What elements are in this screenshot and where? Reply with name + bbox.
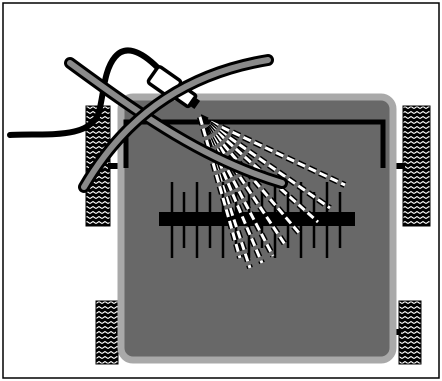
wheel-icon — [402, 105, 431, 227]
axle-left-top — [108, 163, 126, 169]
axle-right-top — [390, 163, 405, 169]
blade-icon — [159, 182, 355, 258]
spray-jet — [199, 115, 346, 187]
deck-frame — [123, 119, 386, 168]
spray-jet — [199, 115, 331, 210]
spray-jet — [198, 116, 242, 259]
cross-stroke-1-fill — [67, 60, 285, 186]
front-right-wheel — [390, 105, 431, 227]
wheel-icon — [398, 300, 422, 365]
cross-stroke-2-fill — [81, 57, 271, 190]
prohibition-cross-icon — [64, 54, 288, 193]
blade-bar — [159, 212, 355, 226]
wheel-icon — [95, 300, 119, 365]
